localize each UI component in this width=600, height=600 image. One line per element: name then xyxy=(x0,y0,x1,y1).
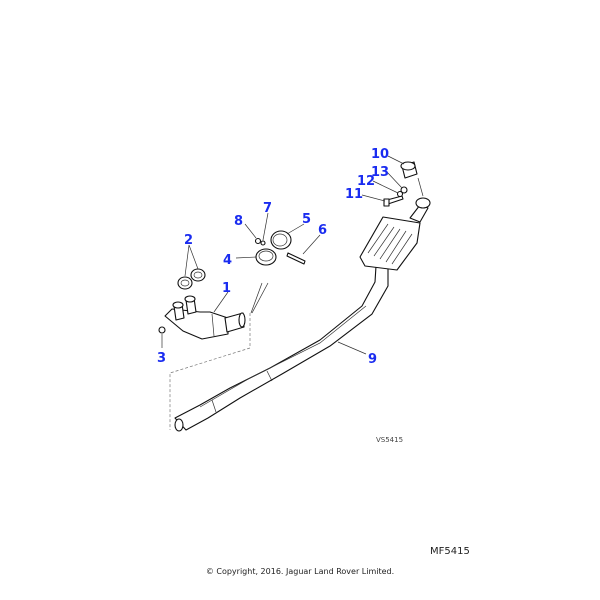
nut-part-3[interactable] xyxy=(158,326,166,334)
figure-code: MF5415 xyxy=(430,546,470,557)
assembly-pointer xyxy=(250,282,269,314)
callout-6: 6 xyxy=(318,223,327,238)
washer-part-7[interactable] xyxy=(260,240,266,246)
callout-1: 1 xyxy=(222,281,231,296)
callout-8: 8 xyxy=(234,214,243,229)
bolt-part-11[interactable] xyxy=(383,195,404,207)
clamp-ring-part-5[interactable] xyxy=(270,230,292,250)
assembly-dashed-line xyxy=(169,313,251,430)
callout-10: 10 xyxy=(371,147,389,162)
sealing-ring-part-10[interactable] xyxy=(400,161,418,179)
callout-5: 5 xyxy=(302,212,311,227)
manifold-catalyst-part-1[interactable] xyxy=(164,295,246,340)
callout-3: 3 xyxy=(157,351,166,366)
clamp-bolt-part-6[interactable] xyxy=(286,252,306,265)
washer-part-12[interactable] xyxy=(396,190,404,198)
callout-4: 4 xyxy=(223,253,232,268)
callout-11: 11 xyxy=(345,187,363,202)
illustration-reference: VS5415 xyxy=(376,436,403,444)
callout-9: 9 xyxy=(368,352,377,367)
callout-12: 12 xyxy=(357,174,375,189)
front-pipe-part-9[interactable] xyxy=(174,265,389,432)
copyright-notice: © Copyright, 2016. Jaguar Land Rover Lim… xyxy=(205,567,395,576)
catalyst-body xyxy=(359,197,431,271)
nut-part-8[interactable] xyxy=(254,237,262,245)
gasket-rings-part-2[interactable] xyxy=(177,268,206,290)
callout-7: 7 xyxy=(263,201,272,216)
callout-2: 2 xyxy=(184,233,193,248)
leader-lines xyxy=(161,155,424,355)
callout-13: 13 xyxy=(371,165,389,180)
nut-part-13[interactable] xyxy=(400,186,408,194)
clamp-ring-part-4[interactable] xyxy=(255,248,277,266)
